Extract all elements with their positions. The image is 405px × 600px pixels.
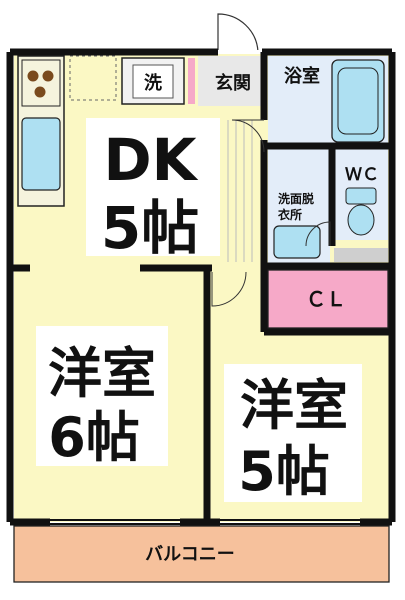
western5-label-line1: 洋室 <box>240 374 348 437</box>
dk-label-line2: 5帖 <box>101 194 199 262</box>
western5-label-box <box>224 364 362 502</box>
entrance <box>198 56 262 106</box>
walls <box>6 48 396 526</box>
western6-label-line2: 6帖 <box>48 406 140 469</box>
wash-basin-icon <box>273 225 321 259</box>
room5-door-swing <box>211 271 247 307</box>
dk-label-box <box>86 118 220 256</box>
western5-label-line2: 5帖 <box>238 440 330 503</box>
washer-label: 洗 <box>144 72 162 94</box>
balcony <box>13 525 390 583</box>
toilet-step <box>334 248 388 262</box>
western6-label-box <box>36 326 168 466</box>
refrigerator-icon <box>69 55 117 101</box>
western6-label-line1: 洋室 <box>48 342 156 405</box>
dk-label-line1: DK <box>103 126 198 194</box>
toilet-label: ＷＣ <box>345 165 379 185</box>
washroom-label-2: 衣所 <box>278 207 302 222</box>
windows <box>50 519 360 525</box>
toilet-door-swing <box>305 221 331 247</box>
stove-icon <box>21 59 61 107</box>
washing-machine-icon <box>132 64 174 99</box>
toilet-icon <box>345 187 377 236</box>
entrance-pink-strip <box>188 58 195 104</box>
kitchen-sink-icon <box>21 117 61 191</box>
closet-label: ＣＬ <box>306 287 346 311</box>
front-door-swing <box>217 13 259 53</box>
balcony-label: バルコニー <box>145 544 235 565</box>
bathroom-label: 浴室 <box>284 65 320 87</box>
washroom-door-swing <box>231 119 265 153</box>
corridor-flooring <box>227 120 253 262</box>
washroom-label-1: 洗面脱 <box>278 191 314 206</box>
bathtub-inner <box>337 67 379 135</box>
closet <box>267 269 389 329</box>
entrance-label: 玄関 <box>215 72 251 94</box>
